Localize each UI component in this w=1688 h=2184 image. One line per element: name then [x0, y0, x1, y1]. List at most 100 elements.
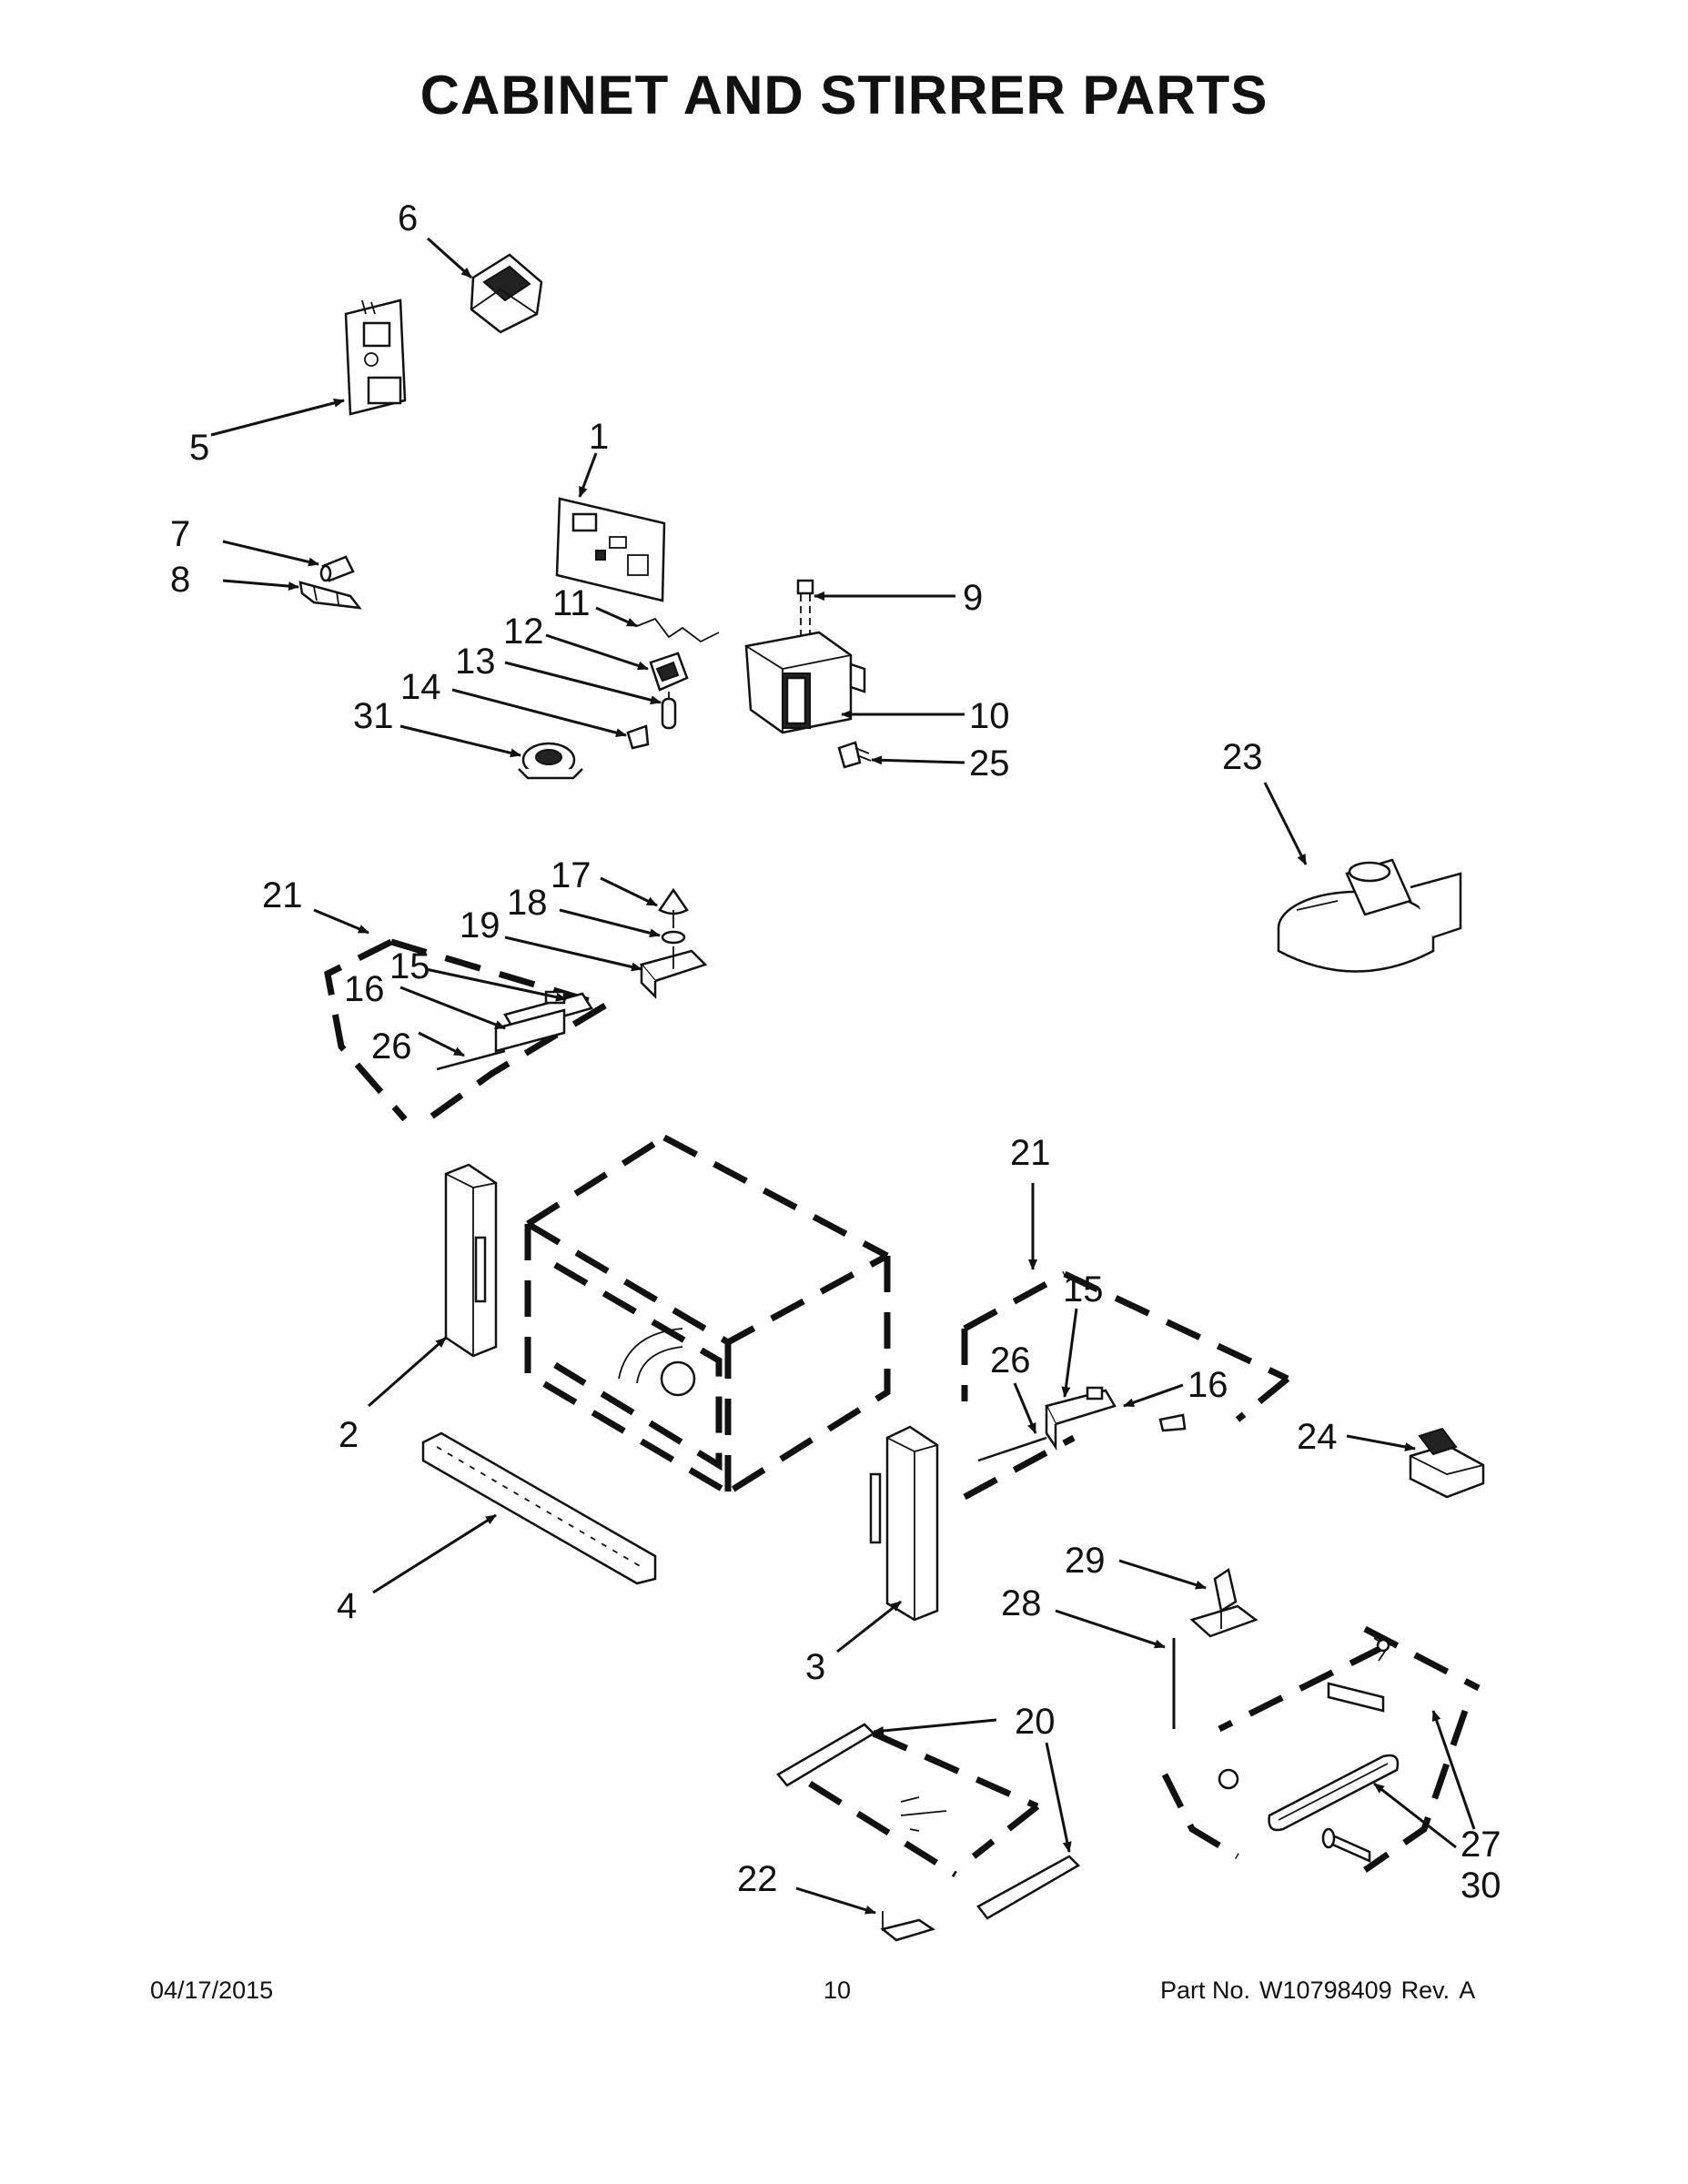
leader-17 [600, 876, 658, 907]
leader-20-a [873, 1718, 997, 1735]
leader-24 [1346, 1434, 1416, 1451]
leader-22 [795, 1886, 876, 1915]
callout-21-right: 21 [1010, 1133, 1051, 1173]
callout-11: 11 [552, 583, 591, 623]
part-16-left-bracket [494, 1008, 566, 1053]
callout-20: 20 [1015, 1702, 1056, 1742]
callout-16-left: 16 [344, 969, 385, 1009]
part-6-filter [470, 253, 543, 334]
leader-5 [210, 398, 345, 437]
part-25-screw [837, 741, 872, 769]
leader-7 [222, 540, 319, 567]
part-30-belt [1218, 1754, 1400, 1863]
leader-15-right [1061, 1308, 1078, 1398]
part-29-bracket [1189, 1567, 1258, 1638]
footer-rev: A [1459, 1977, 1476, 2004]
callout-22: 22 [737, 1859, 778, 1899]
cabinet-dashed-outline [524, 1134, 891, 1496]
part-11-clip [636, 617, 720, 643]
leader-21-left [313, 908, 369, 935]
leader-23 [1263, 782, 1308, 865]
floor-dashed-outline [808, 1730, 1040, 1877]
leader-14 [451, 688, 627, 738]
leader-18 [559, 908, 661, 938]
leader-6 [426, 237, 473, 279]
callout-21-left: 21 [262, 875, 303, 915]
footer-part-number: W10798409 [1259, 1977, 1392, 2004]
callout-15-left: 15 [389, 946, 430, 986]
callout-29: 29 [1065, 1541, 1106, 1581]
callout-31: 31 [353, 696, 394, 736]
leader-29 [1118, 1559, 1207, 1590]
part-9-terminal [796, 579, 814, 637]
part-16-right-bracket [1158, 1413, 1187, 1432]
part-23-blower [1277, 858, 1462, 973]
stirrer-drive-dashed-outline [1161, 1625, 1481, 1873]
callout-16-right: 16 [1188, 1365, 1228, 1405]
part-4-vent-grille [421, 1431, 657, 1585]
leader-25 [871, 755, 965, 765]
part-13-thermal-fuse [661, 692, 677, 730]
callout-23: 23 [1222, 737, 1263, 777]
part-2-side-panel [444, 1163, 498, 1358]
leader-15-left [425, 967, 567, 1002]
leader-11 [595, 606, 638, 628]
part-14-bracket [626, 724, 650, 750]
callout-19: 19 [460, 905, 500, 945]
page-title: CABINET AND STIRRER PARTS [419, 65, 1269, 126]
leader-26-left [418, 1031, 465, 1057]
stirrer-group-right-dashed-outline [961, 1270, 1290, 1501]
footer-page-number: 10 [824, 1977, 852, 2004]
part-10-transformer [744, 631, 866, 734]
footer-date: 04/17/2015 [150, 1977, 274, 2004]
part-1-control-board [555, 497, 666, 602]
part-27-pulley-shaft [1327, 1637, 1390, 1713]
callout-12: 12 [503, 612, 544, 652]
callout-25: 25 [969, 743, 1010, 784]
cabinet-turntable-swirl [618, 1328, 696, 1397]
part-3-side-panel [869, 1425, 939, 1622]
leader-16-left [399, 986, 506, 1030]
callout-8: 8 [170, 560, 190, 600]
callout-10: 10 [969, 696, 1010, 736]
callout-9: 9 [963, 578, 983, 618]
part-31-thermostat [518, 742, 583, 780]
part-18-washer [661, 930, 686, 945]
part-22-clip [880, 1911, 935, 1942]
leader-31 [399, 724, 521, 758]
leader-16-right [1123, 1383, 1184, 1408]
part-24-relay [1409, 1427, 1485, 1499]
callout-6: 6 [398, 198, 418, 238]
footer-part-label: Part No. [1160, 1977, 1251, 2004]
callout-30: 30 [1461, 1866, 1501, 1906]
callout-18: 18 [507, 883, 548, 923]
part-7-fuse [319, 555, 355, 582]
callout-4: 4 [337, 1586, 357, 1626]
leader-13 [504, 661, 662, 705]
callout-2: 2 [339, 1415, 359, 1455]
stirrer-group-left-dashed-outline [324, 938, 607, 1122]
leader-3 [836, 1600, 902, 1653]
part-15-right-motor [1045, 1386, 1117, 1451]
leader-4 [372, 1513, 497, 1594]
part-17-stirrer-cap [658, 887, 689, 928]
callout-17: 17 [551, 855, 591, 895]
leader-12 [545, 633, 649, 671]
callout-7: 7 [170, 514, 190, 554]
leader-27 [1431, 1710, 1476, 1830]
leader-2 [368, 1336, 447, 1408]
callout-14: 14 [400, 667, 441, 707]
callout-27: 27 [1461, 1825, 1501, 1865]
callout-13: 13 [455, 642, 496, 682]
callout-15-right: 15 [1063, 1269, 1104, 1309]
part-26-right-shaft [977, 1436, 1047, 1462]
callout-1: 1 [589, 417, 609, 457]
part-20-rails [776, 1723, 1081, 1920]
leader-26-right [1013, 1382, 1037, 1434]
part-8-fuse-holder [298, 581, 362, 610]
part-26-left-shaft [436, 1049, 506, 1071]
leader-28 [1055, 1609, 1166, 1649]
part-5-board [344, 298, 407, 416]
